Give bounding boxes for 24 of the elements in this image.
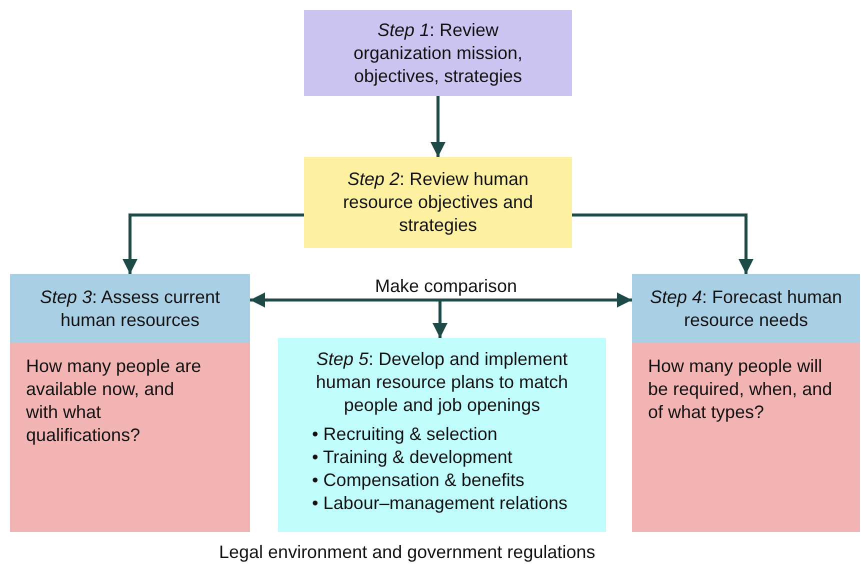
arrow bbox=[250, 292, 632, 308]
step-header bbox=[10, 274, 250, 343]
arrow bbox=[430, 96, 446, 157]
bullet-item: • Compensation & benefits bbox=[312, 469, 526, 492]
step-header bbox=[632, 274, 860, 343]
question-text: How many people are available now, and with what qualifications? bbox=[26, 355, 202, 447]
arrow bbox=[572, 214, 754, 274]
step-box bbox=[278, 338, 606, 532]
step-box bbox=[304, 157, 572, 248]
arrow bbox=[122, 214, 304, 274]
arrow bbox=[432, 300, 448, 338]
step-box bbox=[304, 10, 572, 96]
step-title: Step 4: Forecast human resource needs bbox=[648, 286, 844, 332]
question-text: How many people will be required, when, and of what types? bbox=[648, 355, 834, 424]
bullet-item: • Training & development bbox=[312, 446, 514, 469]
step-title: Step 5: Develop and implement human resource plans to match people and job openings bbox=[314, 348, 570, 417]
bullet-item: • Labour–management relations bbox=[312, 492, 568, 515]
step-title: Step 3: Assess current human resources bbox=[38, 286, 222, 332]
question-panel bbox=[10, 343, 250, 532]
note-text: Legal environment and government regulations bbox=[219, 542, 596, 563]
step-title: Step 2: Review human resource objectives and strategies bbox=[342, 168, 534, 237]
step-title: Step 1: Review organization mission, objectives, strategies bbox=[352, 18, 524, 88]
question-panel bbox=[632, 343, 860, 532]
bullet-item: • Recruiting & selection bbox=[312, 423, 498, 446]
